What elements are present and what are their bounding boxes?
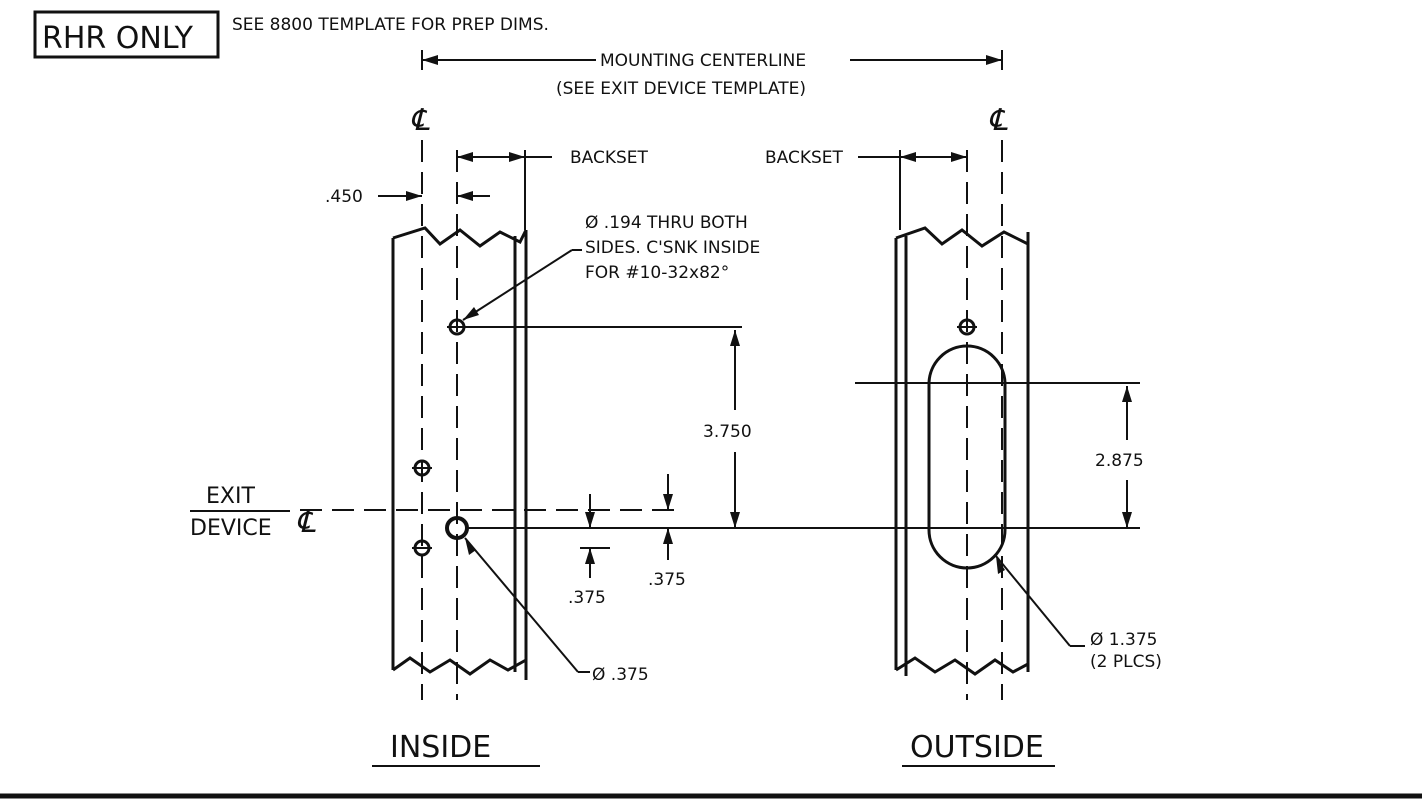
rhr-only-badge — [33, 10, 220, 59]
hole-194-leader — [462, 249, 582, 321]
slot-leader — [995, 555, 1085, 647]
hole-note-line-3: FOR #10-32x82° — [585, 263, 729, 283]
rhr-only-label: RHR ONLY — [42, 21, 194, 56]
dim-375-right-label: .375 — [648, 570, 686, 590]
centerline-symbol-right: ℄ — [988, 103, 1008, 138]
mounting-centerline-label: MOUNTING CENTERLINE — [600, 51, 806, 71]
slot-note-line-2: (2 PLCS) — [1090, 652, 1162, 672]
inside-view-label: INSIDE — [390, 730, 491, 765]
device-label: DEVICE — [190, 516, 272, 541]
mounting-centerline-sublabel: (SEE EXIT DEVICE TEMPLATE) — [556, 79, 806, 99]
template-note: SEE 8800 TEMPLATE FOR PREP DIMS. — [232, 15, 549, 35]
inside-stile — [391, 226, 528, 680]
offset-450-dimension — [378, 191, 490, 201]
mounting-centerline-dimension — [421, 50, 1003, 70]
offset-450-label: .450 — [325, 187, 363, 207]
dim-3750-label: 3.750 — [703, 422, 752, 442]
centerline-symbol-left: ℄ — [410, 103, 430, 138]
hole-crosshairs — [412, 326, 977, 549]
outside-slot — [927, 344, 1007, 570]
hole-note-line-2: SIDES. C'SNK INSIDE — [585, 238, 760, 258]
dim-2875-label: 2.875 — [1095, 451, 1144, 471]
backset-left-dimension — [457, 150, 552, 230]
outside-stile — [894, 226, 1030, 676]
exit-centerline-symbol: ℄ — [296, 505, 316, 540]
dim-3750 — [467, 326, 742, 528]
dim-375-left — [580, 494, 610, 578]
dim-2875 — [855, 382, 1140, 528]
dim-375-right — [663, 474, 673, 560]
backset-right-dimension — [858, 150, 967, 230]
backset-left-label: BACKSET — [570, 148, 649, 168]
backset-right-label: BACKSET — [765, 148, 844, 168]
dim-375-left-label: .375 — [568, 588, 606, 608]
hole-375-label: Ø .375 — [592, 665, 649, 685]
slot-note-line-1: Ø 1.375 — [1090, 630, 1157, 650]
exit-label: EXIT — [206, 484, 255, 509]
outside-view-label: OUTSIDE — [910, 730, 1044, 765]
hole-note-line-1: Ø .194 THRU BOTH — [585, 213, 748, 233]
hole-375-leader — [464, 537, 590, 673]
